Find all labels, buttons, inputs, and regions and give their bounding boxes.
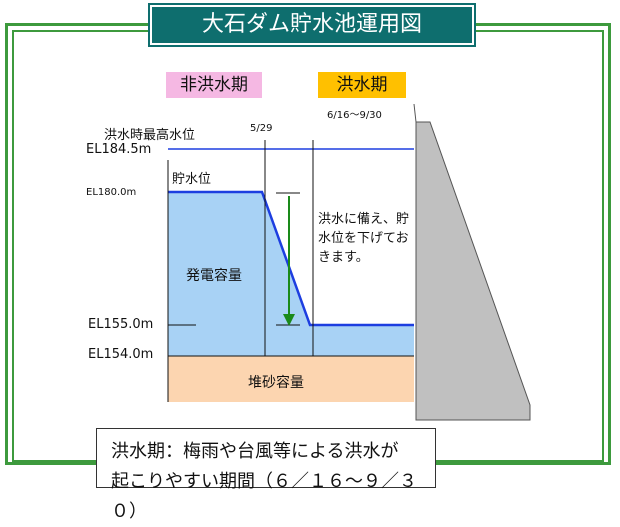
drawdown-note: 洪水に備え、貯水位を下げておきます。 xyxy=(318,212,410,265)
dam-body xyxy=(415,121,531,421)
legend-line-1: 洪水期：梅雨や台風等による洪水が xyxy=(111,441,399,462)
legend-line-2: 起こりやすい期間（６／１６～９／３０） xyxy=(111,471,417,522)
switch-date-label: 5/29 xyxy=(250,123,273,134)
flood-period-legend: 洪水期：梅雨や台風等による洪水が 起こりやすい期間（６／１６～９／３０） xyxy=(96,428,436,522)
power-storage-label: 発電容量 xyxy=(186,268,242,284)
flood-max-label: 洪水時最高水位 xyxy=(104,128,196,143)
reservoir-diagram xyxy=(167,103,531,421)
drawdown-arrow-head xyxy=(283,314,295,326)
el-155-label: EL155.0m xyxy=(88,317,154,332)
el-184-label: EL184.5m xyxy=(86,142,152,157)
flood-badge: 洪水期 xyxy=(318,72,406,98)
normal-level-label: 貯水位 xyxy=(172,172,212,187)
sediment-area xyxy=(168,356,414,402)
dam-crest-mark xyxy=(413,103,417,123)
water-level-line xyxy=(168,190,414,327)
sediment-storage-label: 堆砂容量 xyxy=(248,375,304,391)
el-154-label: EL154.0m xyxy=(88,347,154,362)
el-180-label: EL180.0m xyxy=(86,187,137,198)
flood-period-label: 6/16～9/30 xyxy=(327,110,382,121)
non-flood-badge: 非洪水期 xyxy=(166,72,262,98)
diagram-title: 大石ダム貯水池運用図 xyxy=(148,3,476,47)
